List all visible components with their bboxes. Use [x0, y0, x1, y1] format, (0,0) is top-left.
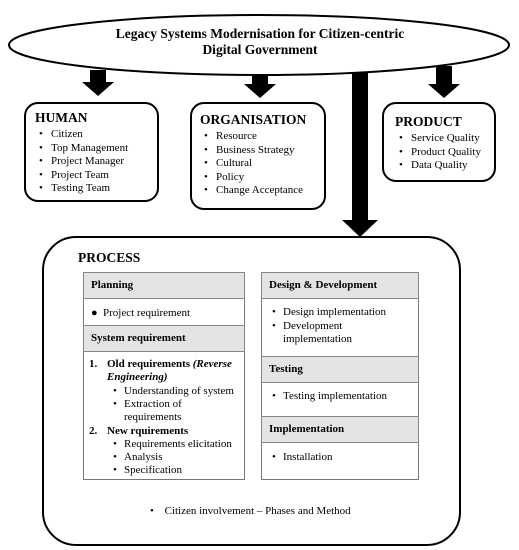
product-title: PRODUCT	[395, 114, 462, 129]
old-requirements-label: Old requirements	[107, 358, 191, 370]
old-requirement-item-label: Extraction of requirements	[124, 398, 182, 423]
list-item: Business Strategy	[204, 144, 324, 158]
bullet-icon: •	[272, 390, 276, 402]
list-item: Project Manager	[39, 155, 157, 169]
old-requirement-item-label: Understanding of system	[124, 385, 234, 397]
design-item-label: Design implementation	[283, 306, 386, 318]
planning-item: ● Project requirement	[91, 307, 191, 320]
bullet-icon: •	[113, 464, 117, 476]
implementation-item-label: Installation	[283, 451, 333, 463]
arrow-to-human	[82, 70, 114, 96]
implementation-item: • Installation	[272, 451, 333, 464]
old-requirement-item: • Understanding of system	[113, 385, 244, 398]
organisation-box: ORGANISATION Resource Business Strategy …	[190, 102, 326, 210]
list-item: Product Quality	[399, 146, 494, 160]
new-requirement-item-label: Specification	[124, 464, 183, 476]
planning-item-label: Project requirement	[103, 307, 191, 319]
left-column	[83, 272, 245, 480]
bullet-icon: •	[113, 385, 117, 397]
diagram-title: Legacy Systems Modernisation for Citizen…	[60, 26, 460, 58]
arrow-to-organisation	[244, 76, 276, 98]
product-box: PRODUCT Service Quality Product Quality …	[382, 102, 496, 182]
list-item: Top Management	[39, 142, 157, 156]
citizen-involvement-label: • Citizen involvement – Phases and Metho…	[150, 505, 380, 517]
testing-item: • Testing implementation	[272, 390, 388, 403]
new-requirements-number: 2.	[89, 425, 98, 437]
bullet-icon: •	[113, 398, 117, 410]
list-item: Testing Team	[39, 182, 157, 196]
diagram-title-line2: Digital Government	[202, 42, 318, 57]
citizen-involvement-text: Citizen involvement – Phases and Method	[164, 505, 351, 517]
design-item: • Development implementation	[272, 320, 373, 346]
arrow-to-process	[342, 72, 378, 237]
new-requirement-item: • Specification	[113, 464, 183, 477]
title-ellipse	[8, 14, 510, 76]
arrow-to-product	[428, 66, 460, 98]
human-list: Citizen Top Management Project Manager P…	[35, 128, 157, 196]
new-requirement-item: • Requirements elicitation	[113, 438, 232, 451]
organisation-title: ORGANISATION	[200, 112, 307, 127]
list-item: Change Acceptance	[204, 184, 324, 198]
organisation-list: Resource Business Strategy Cultural Poli…	[200, 130, 324, 198]
bullet-icon: ●	[91, 307, 98, 319]
bullet-icon: •	[113, 438, 117, 450]
new-requirements-heading: 2. New rquirements	[89, 425, 189, 438]
bullet-icon: •	[113, 451, 117, 463]
list-item: Resource	[204, 130, 324, 144]
bullet-icon: •	[272, 320, 276, 332]
list-item: Project Team	[39, 169, 157, 183]
diagram-title-line1: Legacy Systems Modernisation for Citizen…	[115, 26, 405, 41]
design-item: • Design implementation	[272, 306, 413, 319]
human-title: HUMAN	[35, 110, 88, 125]
implementation-header: Implementation	[261, 416, 419, 443]
human-box: HUMAN Citizen Top Management Project Man…	[24, 102, 159, 202]
list-item: Policy	[204, 171, 324, 185]
product-list: Service Quality Product Quality Data Qua…	[395, 132, 494, 173]
testing-header: Testing	[261, 356, 419, 383]
system-requirement-header: System requirement	[83, 325, 245, 352]
old-requirements-note: (Reverse Engineering)	[107, 358, 232, 383]
bullet-icon: •	[272, 306, 276, 318]
old-requirement-item: • Extraction of requirements	[113, 398, 204, 424]
list-item: Service Quality	[399, 132, 494, 146]
testing-item-label: Testing implementation	[283, 390, 388, 402]
new-requirements-label: New rquirements	[107, 425, 189, 437]
design-header: Design & Development	[261, 272, 419, 299]
old-requirements-heading: 1. Old requirements (Reverse Engineering…	[89, 358, 242, 384]
list-item: Cultural	[204, 157, 324, 171]
new-requirement-item-label: Requirements elicitation	[124, 438, 232, 450]
bullet-icon: •	[272, 451, 276, 463]
planning-header: Planning	[83, 272, 245, 299]
list-item: Data Quality	[399, 159, 494, 173]
bullet-icon: •	[150, 505, 154, 517]
old-requirements-number: 1.	[89, 358, 98, 370]
new-requirement-item: • Analysis	[113, 451, 163, 464]
new-requirement-item-label: Analysis	[124, 451, 163, 463]
list-item: Citizen	[39, 128, 157, 142]
design-item-label: Development implementation	[283, 320, 353, 345]
process-title: PROCESS	[78, 250, 141, 265]
